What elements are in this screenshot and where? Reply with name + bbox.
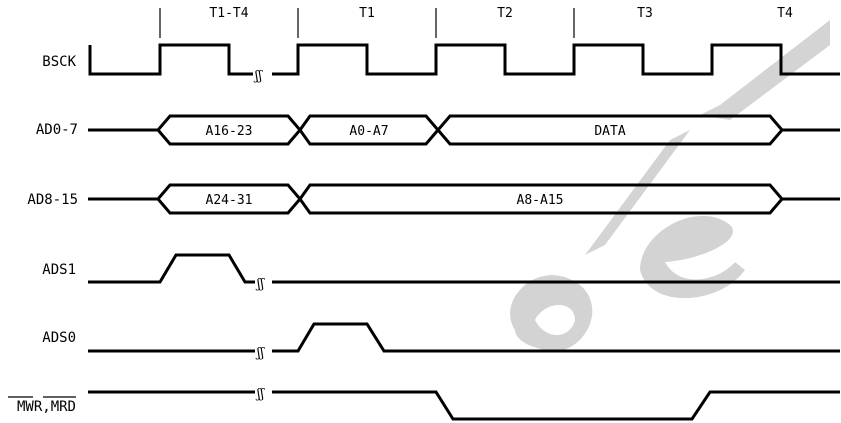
period-dividers — [159, 8, 575, 38]
obsolete-watermark — [510, 20, 830, 352]
period-label-t3: T3 — [637, 6, 653, 21]
period-label-t2: T2 — [497, 6, 513, 21]
ad0-7-label-a0-a7: A0-A7 — [349, 124, 388, 139]
ad8-15-label-a8-a15: A8-A15 — [517, 193, 564, 208]
ad8-15-label-a24-31: A24-31 — [206, 193, 253, 208]
ads1-waveform — [88, 253, 840, 284]
signal-label-bsck: BSCK — [42, 54, 76, 70]
bsck-break-mark: ʃʃ — [253, 69, 264, 84]
bsck-waveform — [88, 43, 840, 76]
period-label-t1: T1 — [359, 6, 375, 21]
signal-label-ads1: ADS1 — [42, 262, 76, 278]
signal-label-ads0: ADS0 — [42, 330, 76, 346]
ads1-break-mark: ʃʃ — [255, 277, 266, 292]
ad0-7-label-data: DATA — [594, 124, 625, 139]
signal-label-ad0-7: AD0-7 — [36, 122, 78, 138]
period-label-t1-t4: T1-T4 — [209, 6, 248, 21]
signal-label-ad8-15: AD8-15 — [27, 192, 78, 208]
mwr-mrd-waveform — [88, 390, 840, 421]
period-label-t4: T4 — [777, 6, 793, 21]
mwr-mrd-break-mark: ʃʃ — [255, 387, 266, 402]
ads0-waveform — [88, 322, 840, 353]
ad0-7-label-a16-23: A16-23 — [206, 124, 253, 139]
signal-label-mwr-mrd: MWR,MRD — [17, 399, 76, 415]
ads0-break-mark: ʃʃ — [255, 346, 266, 361]
